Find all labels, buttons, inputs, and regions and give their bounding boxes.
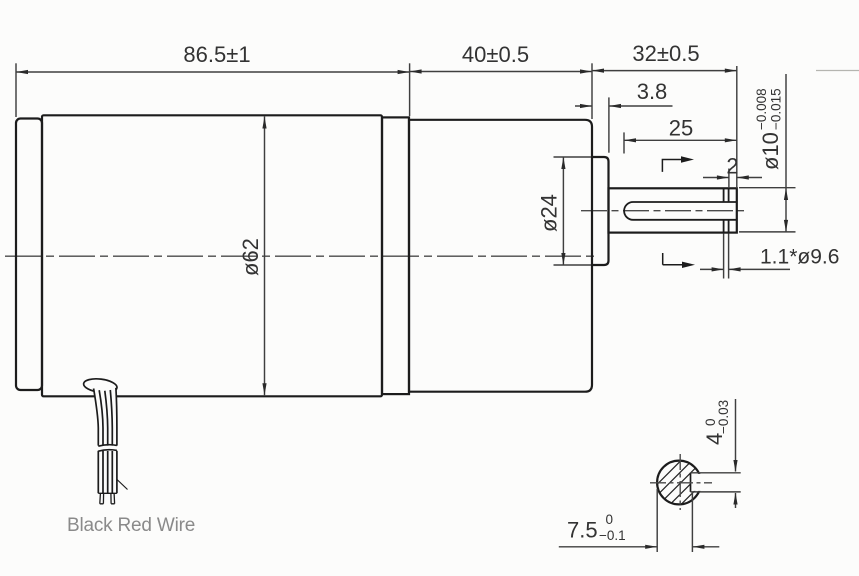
svg-text:32±0.5: 32±0.5 (632, 41, 699, 66)
svg-text:1.1*ø9.6: 1.1*ø9.6 (760, 246, 839, 269)
svg-text:ø62: ø62 (238, 238, 263, 276)
svg-text:4: 4 (702, 433, 727, 445)
svg-text:−0.015: −0.015 (769, 88, 784, 130)
svg-text:Black Red Wire: Black Red Wire (67, 515, 195, 536)
svg-text:40±0.5: 40±0.5 (462, 42, 529, 67)
svg-text:0: 0 (703, 418, 718, 426)
svg-text:3.8: 3.8 (637, 79, 668, 104)
svg-text:2: 2 (726, 154, 738, 179)
svg-text:ø24: ø24 (537, 194, 562, 232)
svg-text:ø10: ø10 (758, 132, 783, 170)
svg-text:−0.03: −0.03 (716, 400, 731, 434)
svg-text:7.5: 7.5 (567, 518, 598, 543)
svg-text:86.5±1: 86.5±1 (183, 42, 250, 67)
svg-text:0: 0 (606, 512, 614, 527)
svg-text:−0.1: −0.1 (599, 528, 626, 543)
svg-text:−0.008: −0.008 (754, 88, 769, 130)
svg-text:25: 25 (669, 116, 693, 141)
